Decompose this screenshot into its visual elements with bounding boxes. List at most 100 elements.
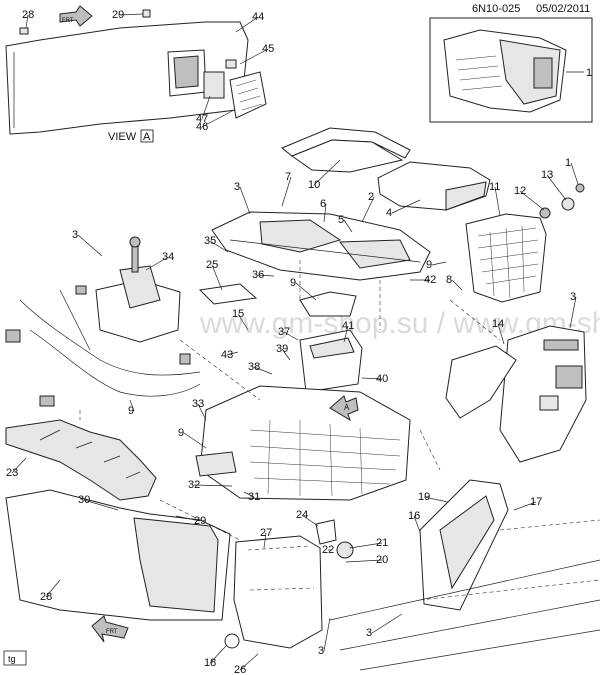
console-trim-plate-2 <box>211 211 431 281</box>
callout-leader-9 <box>129 399 135 412</box>
callout-leader-46 <box>201 109 235 128</box>
callout-22: 22 <box>322 544 334 556</box>
front-arrow-bottom-icon: FRT <box>91 615 129 643</box>
callout-15: 15 <box>232 308 244 320</box>
callout-leader-34 <box>145 256 169 271</box>
callout-leader-40 <box>361 377 383 380</box>
callout-5: 5 <box>338 214 344 226</box>
callout-3: 3 <box>72 229 78 241</box>
callout-leader-19 <box>423 496 449 503</box>
callout-29: 29 <box>194 515 206 527</box>
callout-14: 14 <box>492 318 504 330</box>
callout-leader-21 <box>349 542 383 549</box>
side-panel-upper <box>5 21 267 135</box>
callout-leader-3 <box>371 613 403 634</box>
callout-leader-25 <box>211 264 223 291</box>
callout-44: 44 <box>252 11 264 23</box>
callout-23: 23 <box>6 467 18 479</box>
fastener-29-icon <box>142 9 151 18</box>
view-a-arrow-icon: A <box>329 395 359 422</box>
callout-6: 6 <box>320 198 326 210</box>
switch-20-icon <box>336 541 354 559</box>
callout-leader-47 <box>201 95 211 120</box>
callout-leader-9 <box>295 282 317 301</box>
armrest-lid-7 <box>377 161 491 211</box>
callout-11: 11 <box>489 181 500 193</box>
clip-28-icon <box>19 27 29 35</box>
svg-text:FRT: FRT <box>62 18 74 24</box>
callout-leader-30 <box>83 499 119 511</box>
diagram-code: 6N10-025 <box>472 3 520 15</box>
callout-33: 33 <box>192 398 204 410</box>
inset-overview <box>429 17 593 123</box>
callout-leader-11 <box>494 186 501 217</box>
callout-1: 1 <box>586 67 592 79</box>
callout-leader-13 <box>546 174 567 201</box>
callout-leader-39 <box>281 348 291 361</box>
callout-9: 9 <box>178 427 184 439</box>
callout-leader-17 <box>513 501 537 511</box>
callout-leader-27 <box>263 532 267 549</box>
callout-leader-28 <box>25 14 29 29</box>
callout-30: 30 <box>78 494 90 506</box>
callout-leader-16 <box>413 515 421 533</box>
pad-36 <box>198 283 258 305</box>
callout-21: 21 <box>376 537 388 549</box>
floor-pan <box>329 519 600 671</box>
side-panel-lower-27 <box>5 489 231 621</box>
callout-1: 1 <box>565 157 571 169</box>
callout-9: 9 <box>426 259 432 271</box>
svg-text:FRT: FRT <box>106 629 118 635</box>
callout-leader-9 <box>431 261 447 266</box>
callout-9: 9 <box>290 277 296 289</box>
callout-leader-20 <box>345 559 383 563</box>
callout-leader-9 <box>183 432 207 449</box>
support-bracket-17 <box>419 479 509 611</box>
cup-holder-43 <box>299 329 363 393</box>
callout-2: 2 <box>368 191 374 203</box>
duct-15 <box>445 345 517 419</box>
callout-32: 32 <box>188 479 200 491</box>
callout-leader-3 <box>77 234 103 257</box>
callout-3: 3 <box>318 645 324 657</box>
corner-tag: tg <box>8 654 16 664</box>
callout-13: 13 <box>541 169 553 181</box>
callout-leader-29 <box>175 515 201 522</box>
callout-leader-29 <box>117 13 144 16</box>
callout-leader-6 <box>323 203 327 223</box>
callout-leader-45 <box>239 48 269 65</box>
callout-leader-15 <box>237 313 249 331</box>
callout-36: 36 <box>252 269 264 281</box>
callout-leader-43 <box>226 351 239 356</box>
callout-leader-41 <box>343 325 349 343</box>
socket-12-icon <box>561 197 575 211</box>
callout-leader-1 <box>570 162 579 185</box>
callout-9: 9 <box>128 405 134 417</box>
armrest-bezel-4 <box>281 127 411 173</box>
callout-3: 3 <box>570 291 576 303</box>
callout-leader-14 <box>497 323 505 345</box>
callout-45: 45 <box>262 43 274 55</box>
cap-13-icon <box>575 183 585 193</box>
callout-leader-24 <box>301 514 319 527</box>
callout-leader-37 <box>283 331 299 341</box>
callout-17: 17 <box>530 496 542 508</box>
storage-bin-10 <box>465 213 547 303</box>
callout-leader-38 <box>253 366 273 375</box>
callout-leader-8 <box>451 279 463 291</box>
callout-leader-28 <box>45 579 61 598</box>
assembly-guide-lines <box>79 260 501 541</box>
callout-38: 38 <box>248 361 260 373</box>
callout-34: 34 <box>162 251 174 263</box>
callout-40: 40 <box>376 373 388 385</box>
callout-28: 28 <box>40 591 52 603</box>
callout-leader-2 <box>361 196 375 223</box>
callout-18: 18 <box>204 657 216 669</box>
callout-46: 46 <box>196 121 208 133</box>
callout-leader-35 <box>209 240 229 253</box>
callout-29: 29 <box>112 9 124 21</box>
callout-leader-32 <box>193 484 233 487</box>
callout-3: 3 <box>234 181 240 193</box>
callout-25: 25 <box>206 259 218 271</box>
